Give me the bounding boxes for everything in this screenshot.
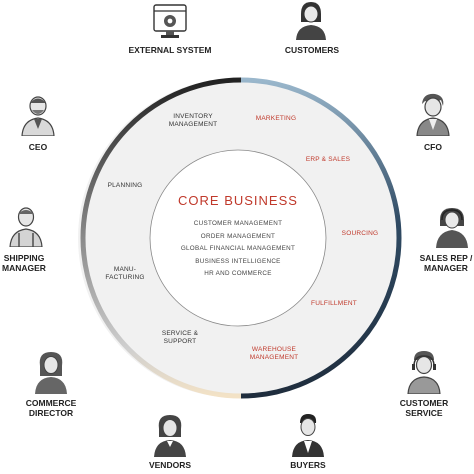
segment-service-support: SERVICE &SUPPORT — [161, 330, 199, 345]
label-sales-rep-manager: SALES REP /MANAGER — [419, 253, 473, 273]
customer-woman-icon — [296, 2, 326, 40]
segment-marketing: MARKETING — [255, 115, 297, 122]
commerce-director-icon — [35, 352, 67, 394]
monitor-gear-icon — [153, 4, 187, 38]
label-vendors: VENDORS — [148, 460, 192, 470]
label-buyers: BUYERS — [290, 460, 326, 470]
label-external-system: EXTERNAL SYSTEM — [128, 45, 212, 55]
vendor-person-icon — [154, 415, 186, 457]
core-title: CORE BUSINESS — [178, 193, 298, 208]
segment-sourcing: SOURCING — [341, 230, 379, 237]
core-item: CUSTOMER MANAGEMENT — [193, 220, 283, 227]
customer-service-headset-icon — [407, 351, 441, 394]
core-item: HR AND COMMERCE — [204, 270, 272, 278]
sales-rep-headset-icon — [436, 208, 468, 248]
ceo-person-icon — [21, 96, 55, 136]
inner-circle — [149, 149, 327, 327]
shipping-manager-icon — [9, 207, 43, 247]
buyer-person-icon — [292, 414, 324, 457]
ring-right-arc — [240, 77, 402, 399]
label-ceo: CEO — [28, 142, 48, 152]
inner-disc — [150, 150, 326, 326]
segment-erp-sales: ERP & SALES — [305, 156, 351, 163]
segment-manufacturing: MANU-FACTURING — [105, 266, 145, 281]
cfo-person-icon — [416, 93, 450, 136]
label-customers: CUSTOMERS — [284, 45, 340, 55]
core-items: CUSTOMER MANAGEMENT ORDER MANAGEMENT GLO… — [150, 218, 326, 281]
segment-fulfillment: FULFILLMENT — [311, 300, 357, 307]
ring-left-arc — [80, 77, 242, 399]
core-item: BUSINESS INTELLIGENCE — [195, 257, 281, 265]
core-item: GLOBAL FINANCIAL MANAGEMENT — [180, 245, 296, 253]
segment-planning: PLANNING — [107, 182, 143, 189]
core-item: ORDER MANAGEMENT — [200, 232, 276, 240]
label-cfo: CFO — [424, 142, 442, 152]
